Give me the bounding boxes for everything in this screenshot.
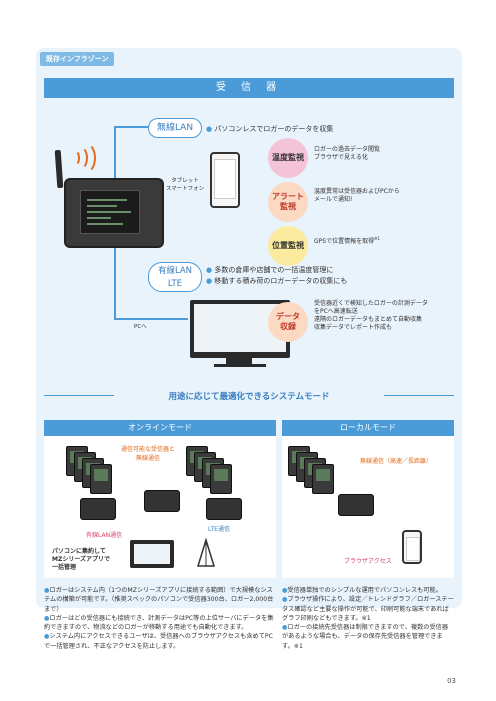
temperature-monitoring-badge: 温度監視	[268, 138, 308, 178]
alert-monitoring-badge: アラート 監視	[268, 182, 308, 222]
receiver-icon	[338, 494, 374, 516]
pc-arrow-label: PCへ	[134, 324, 147, 330]
mode-title-rule-left	[44, 395, 114, 396]
pc-management-note: パソコンに集約して MZシリーズアプリで 一括管理	[52, 548, 111, 571]
temperature-monitoring-desc: ロガーの過去データ閲覧ブラウザで見える化	[314, 146, 381, 162]
wireless-connector	[114, 126, 148, 128]
online-pc-icon	[130, 540, 174, 568]
tablet-label: タブレット スマートフォン	[165, 178, 205, 192]
smartphone-icon	[402, 530, 422, 564]
lte-tower-icon	[196, 537, 216, 572]
wired-bullet-2: ● 移動する積み荷のロガーデータの収集にも	[206, 277, 348, 285]
location-monitoring-badge: 位置監視	[268, 226, 308, 266]
lte-tag: LTE通信	[208, 526, 230, 533]
wireless-connector	[114, 126, 116, 178]
wired-connector	[114, 248, 116, 320]
browser-access-tag: ブラウザアクセス	[344, 558, 392, 565]
receiver-icon	[144, 490, 180, 512]
alert-monitoring-desc: 温度異常は受信器およびPCからメールで通知!	[314, 188, 400, 204]
online-notes: ●ロガーはシステム内（1つのMZシリーズアプリに接続する範囲）で大規模なシステム…	[44, 587, 274, 650]
smartphone-icon	[210, 152, 240, 208]
receiver-header: 受 信 器	[44, 78, 454, 98]
receiver-icon	[206, 498, 242, 520]
receiver-screen	[80, 190, 140, 234]
wireless-bullet: ● パソコンレスでロガーのデータを収集	[206, 125, 334, 133]
mode-title-rule-right	[384, 395, 454, 396]
logger-icon	[312, 464, 334, 494]
wired-bullet-1: ● 多数の倉庫や店舗での一括温度管理に	[206, 266, 334, 274]
data-collection-badge: データ 収録	[268, 302, 308, 342]
logger-icon	[90, 464, 112, 494]
wired-lan-tag: 有線LAN通信	[86, 532, 123, 539]
page-number: 03	[447, 677, 456, 685]
receiver-icon	[80, 498, 116, 520]
local-wireless-tag: 無線通信（高速／長距離）	[360, 458, 433, 465]
logger-icon	[210, 464, 232, 494]
online-mode-header: オンラインモード	[44, 420, 276, 436]
system-mode-title: 用途に応じて最適化できるシステムモード	[168, 392, 330, 402]
wireless-wave-icon	[74, 142, 96, 174]
online-wireless-tag: 通信可能な受信器と無線通信	[120, 446, 175, 462]
wired-connector	[114, 318, 188, 320]
zone-tag: 既存インフラゾーン	[40, 52, 115, 66]
local-notes: ●受信器単独でのシンプルな運用でパソコンレスも可能。 ●ブラウザ操作により、設定…	[282, 587, 454, 650]
data-collection-desc: 受信器近くで検知したロガーの計測データ をPCへ高速転送 遠隔のロガーデータもま…	[314, 300, 428, 332]
location-monitoring-desc: GPSで位置情報を取得※1	[314, 236, 380, 245]
local-mode-header: ローカルモード	[282, 420, 454, 436]
wireless-lan-pill: 無線LAN	[148, 118, 202, 138]
receiver-device	[64, 178, 164, 248]
